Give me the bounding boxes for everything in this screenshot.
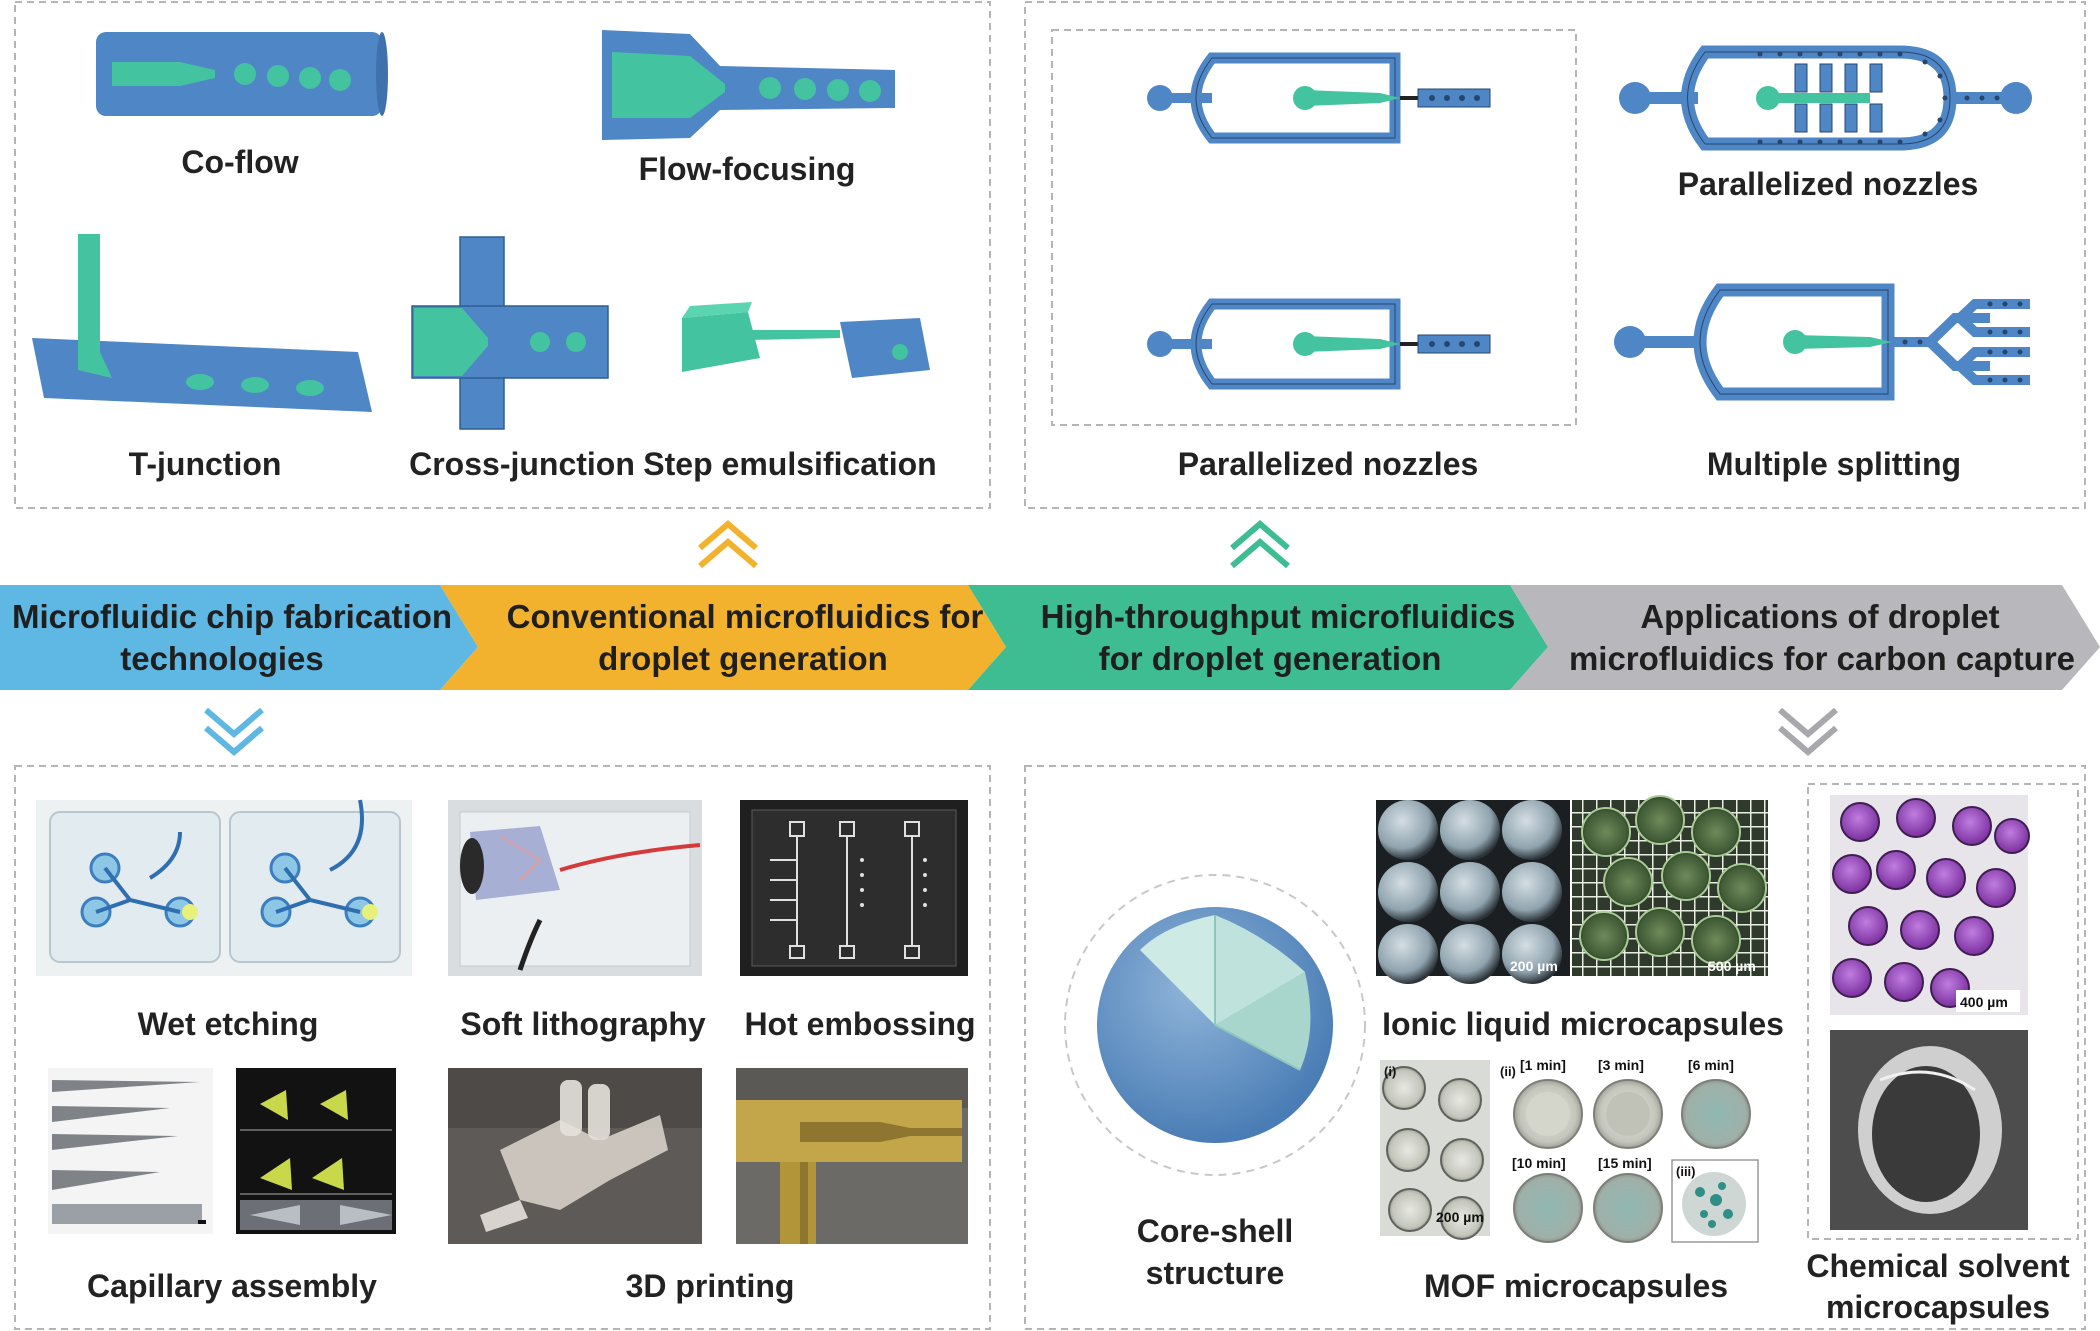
panel-borders bbox=[14, 1, 2086, 1330]
panel-conventional bbox=[14, 1, 991, 509]
capillary-assembly-photo bbox=[48, 1068, 396, 1234]
label-mof-i: (i) bbox=[1384, 1064, 1396, 1079]
wet-etching-photo bbox=[36, 799, 412, 976]
ionic-liquid-photo-right: 500 µm bbox=[1572, 795, 1768, 976]
timeline-high-throughput-line1: High-throughput microfluidics bbox=[1041, 598, 1516, 635]
label-15-min: [15 min] bbox=[1598, 1155, 1652, 1171]
timeline-conventional-line1: Conventional microfluidics for bbox=[507, 598, 984, 635]
chemical-solvent-photo-bottom bbox=[1830, 1030, 2028, 1230]
timeline-applications-line1: Applications of droplet bbox=[1640, 598, 1999, 635]
label-1-min: [1 min] bbox=[1520, 1057, 1566, 1073]
scale-bar-500um: 500 µm bbox=[1708, 958, 1756, 974]
ionic-liquid-photo-left: 200 µm bbox=[1376, 800, 1570, 984]
timeline-high-throughput-line2: for droplet generation bbox=[1099, 640, 1442, 677]
label-mof-ii: (ii) bbox=[1500, 1064, 1516, 1079]
label-chemical-solvent-line1: Chemical solvent bbox=[1806, 1248, 2070, 1284]
chevron-up-icon-orange bbox=[698, 520, 758, 569]
label-step-emulsification: Step emulsification bbox=[643, 446, 936, 482]
label-core-shell-line2: structure bbox=[1146, 1255, 1285, 1291]
label-parallelized-nozzles-left: Parallelized nozzles bbox=[1178, 446, 1479, 482]
mof-photo-i: (i) 200 µm bbox=[1380, 1060, 1490, 1240]
timeline-fabrication-line2: technologies bbox=[120, 640, 324, 677]
timeline-step-applications bbox=[1510, 585, 2100, 690]
label-multiple-splitting: Multiple splitting bbox=[1707, 446, 1961, 482]
parallelized-nozzles-array-device bbox=[1619, 45, 2032, 151]
label-mof-iii: (iii) bbox=[1676, 1164, 1696, 1179]
label-soft-lithography: Soft lithography bbox=[460, 1006, 706, 1042]
panel-applications bbox=[1024, 765, 2086, 1330]
hot-embossing-photo bbox=[740, 800, 968, 976]
3d-printing-photo-right bbox=[736, 1068, 968, 1244]
label-co-flow: Co-flow bbox=[181, 144, 298, 180]
timeline-step-fabrication bbox=[0, 585, 478, 690]
core-shell-sphere bbox=[1064, 874, 1366, 1176]
scale-bar-400um: 400 µm bbox=[1960, 994, 2008, 1010]
timeline-band bbox=[0, 585, 2100, 690]
step-emulsification-device bbox=[682, 302, 930, 378]
cross-junction-device bbox=[411, 236, 609, 430]
label-flow-focusing: Flow-focusing bbox=[639, 151, 856, 187]
parallel-nozzle-device-1 bbox=[1147, 52, 1491, 144]
chevron-down-icon-blue bbox=[204, 707, 264, 756]
label-wet-etching: Wet etching bbox=[138, 1006, 319, 1042]
soft-lithography-photo bbox=[448, 800, 702, 976]
t-junction-device bbox=[32, 234, 372, 412]
label-mof-microcapsules: MOF microcapsules bbox=[1424, 1268, 1728, 1304]
label-10-min: [10 min] bbox=[1512, 1155, 1566, 1171]
chemical-solvent-photo-top: 400 µm bbox=[1830, 795, 2030, 1015]
co-flow-device bbox=[96, 32, 388, 116]
label-parallelized-nozzles-right: Parallelized nozzles bbox=[1678, 166, 1979, 202]
label-cross-junction: Cross-junction bbox=[409, 446, 635, 482]
label-capillary-assembly: Capillary assembly bbox=[87, 1268, 377, 1304]
chevron-down-icon-gray bbox=[1778, 707, 1838, 756]
timeline-fabrication-line1: Microfluidic chip fabrication bbox=[12, 598, 452, 635]
scale-bar-200um: 200 µm bbox=[1510, 958, 1558, 974]
flow-focusing-device bbox=[602, 30, 895, 140]
label-3-min: [3 min] bbox=[1598, 1057, 1644, 1073]
mof-scale-bar: 200 µm bbox=[1436, 1209, 1484, 1225]
label-hot-embossing: Hot embossing bbox=[744, 1006, 975, 1042]
timeline-applications-line2: microfluidics for carbon capture bbox=[1569, 640, 2075, 677]
label-ionic-liquid-microcapsules: Ionic liquid microcapsules bbox=[1382, 1006, 1784, 1042]
label-6-min: [6 min] bbox=[1688, 1057, 1734, 1073]
panel-high-throughput-inner bbox=[1051, 29, 1577, 426]
panel-chemical-inner bbox=[1807, 783, 2079, 1240]
label-3d-printing: 3D printing bbox=[626, 1268, 795, 1304]
timeline-conventional-line2: droplet generation bbox=[598, 640, 888, 677]
3d-printing-photo-left bbox=[448, 1068, 702, 1244]
timeline-step-conventional bbox=[440, 585, 1006, 690]
mof-photo-iii: (iii) bbox=[1671, 1159, 1759, 1243]
timeline-step-high-throughput bbox=[968, 585, 1548, 690]
label-core-shell-line1: Core-shell bbox=[1137, 1213, 1293, 1249]
label-t-junction: T-junction bbox=[129, 446, 282, 482]
panel-high-throughput bbox=[1024, 1, 2086, 509]
parallel-nozzle-device-2 bbox=[1147, 298, 1491, 390]
mof-photo-ii: (ii) [1 min] [3 min] [6 min] [10 min] [1… bbox=[1500, 1057, 1751, 1243]
label-chemical-solvent-line2: microcapsules bbox=[1826, 1289, 2050, 1325]
multiple-splitting-device bbox=[1614, 283, 2030, 401]
chevron-up-icon-teal bbox=[1230, 520, 1290, 569]
